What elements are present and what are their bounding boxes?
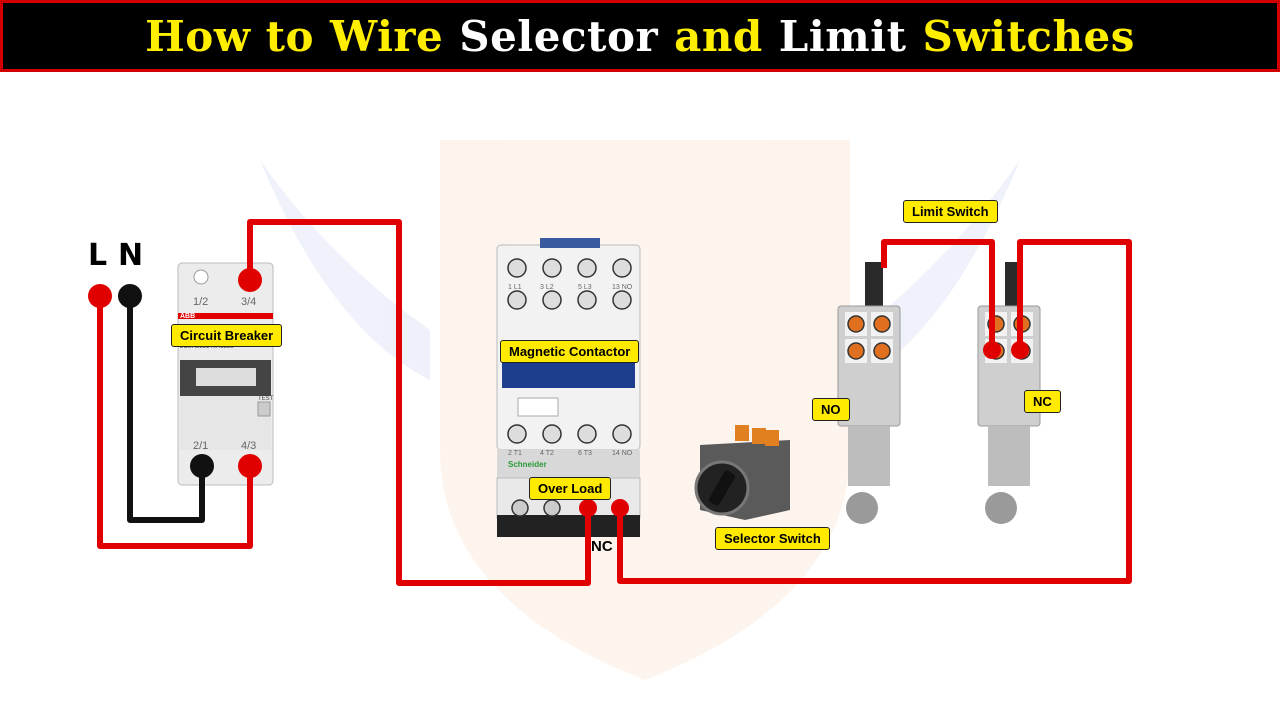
terminal-screws [507,258,1031,517]
overload-right-dot [611,499,629,517]
neutral-wire [127,296,205,523]
limit-no-screw-2 [847,342,865,360]
limit-switch-left-dot [983,341,1001,359]
limit-switch-nc-label: NC [1024,390,1061,413]
breaker-to-overload-wire [247,219,591,586]
limit-switch-no-label: NO [812,398,850,421]
overload-label: Over Load [529,477,612,500]
overload-nc-label: NC [591,538,613,555]
breaker-4-3-dot [238,454,262,478]
circuit-breaker-label: Circuit Breaker [171,324,283,347]
contactor-bottom-screw-2 [577,424,597,444]
overload-screw-0 [511,499,529,517]
contactor-terminal-13no: 13 NO [612,284,633,291]
breaker-2-1-dot [190,454,214,478]
line-terminal-dot [88,284,112,308]
contactor-terminal-l1: 1 L1 [508,284,522,291]
contactor-top-screw-1 [542,258,562,278]
breaker-model: 2CSR255140R1255 [180,344,234,350]
wiring-diagram [88,140,1132,680]
line-wire-to-breaker [97,296,253,549]
magnetic-contactor-label: Magnetic Contactor [500,340,640,363]
limit-no-screw-1 [873,315,891,333]
breaker-terminal-1-2: 1/2 [193,296,209,308]
breaker-terminal-2-1: 2/1 [193,440,209,452]
limit-switch-right-dot [1011,341,1029,359]
contactor-top-screw-2 [577,258,597,278]
limit-switch-label: Limit Switch [903,200,998,223]
breaker-3-4-dot [238,268,262,292]
contactor-mid-screw-3 [612,290,632,310]
breaker-terminal-4-3: 4/3 [241,440,257,452]
magnetic-contactor-body [496,238,641,537]
neutral-label: N [118,238,144,273]
limit-no-screw-0 [847,315,865,333]
contactor-mid-screw-1 [542,290,562,310]
selector-switch-label: Selector Switch [715,527,830,550]
title-part-1: How to [145,11,315,61]
overload-nc-to-limit-switch-wire [617,239,1132,584]
breaker-terminal-3-4: 3/4 [241,296,257,308]
contactor-terminal-l3: 5 L3 [578,284,592,291]
title-part-4: and [674,11,763,61]
contactor-top-screw-0 [507,258,527,278]
title-part-3: Selector [459,11,659,61]
contactor-mid-screw-0 [507,290,527,310]
overload-screw-1 [543,499,561,517]
contactor-terminal-t2: 4 T2 [540,450,554,457]
contactor-terminal-t3: 6 T3 [578,450,592,457]
title-part-6: Switches [922,11,1135,61]
circuit-breaker-body [177,262,274,486]
selector-switch-body [694,425,790,520]
breaker-brand: ABB [180,313,196,320]
line-label: L [88,238,108,273]
overload-left-dot [579,499,597,517]
contactor-bottom-screw-3 [612,424,632,444]
neutral-terminal-dot [118,284,142,308]
limit-no-screw-3 [873,342,891,360]
contactor-terminal-t1: 2 T1 [508,450,522,457]
contactor-top-screw-3 [612,258,632,278]
breaker-test-label: TEST [258,396,274,402]
contactor-brand: Schneider [508,460,547,469]
contactor-bottom-screw-1 [542,424,562,444]
title-part-5: Limit [778,11,907,61]
limit-switch-loop-wire [881,239,995,350]
title-part-2: Wire [330,11,444,61]
contactor-terminal-14no: 14 NO [612,450,633,457]
title-bar: How to Wire Selector and Limit Switches [0,0,1280,72]
contactor-terminal-l2: 3 L2 [540,284,554,291]
contactor-bottom-screw-0 [507,424,527,444]
contactor-mid-screw-2 [577,290,597,310]
